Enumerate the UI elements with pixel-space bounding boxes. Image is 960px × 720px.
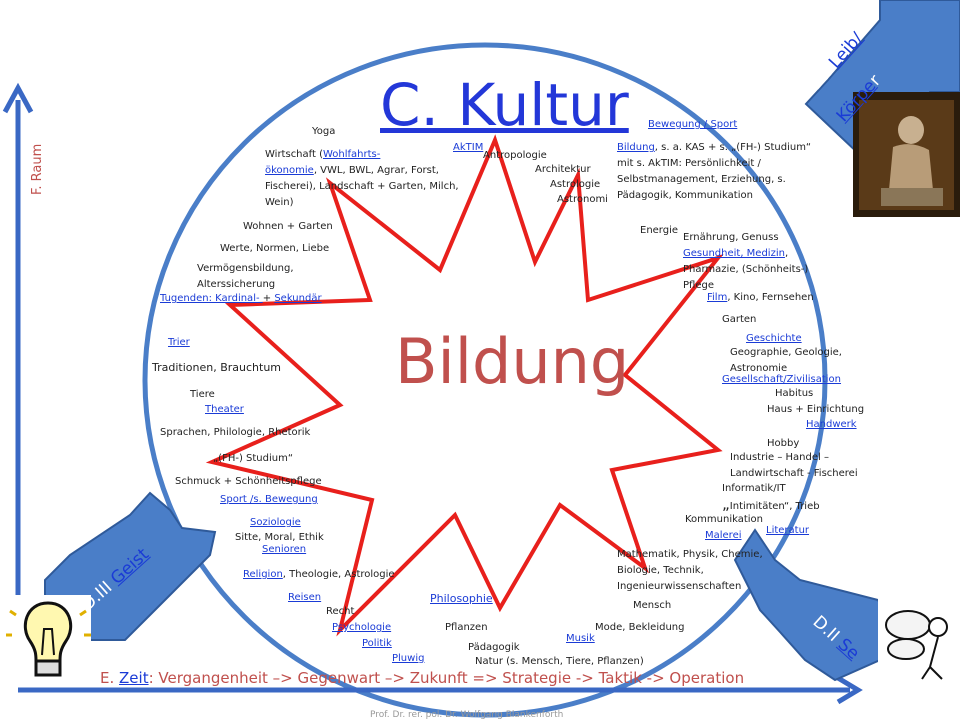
term-mensch: Mensch bbox=[633, 600, 672, 611]
philosophie-link[interactable]: Philosophie bbox=[430, 592, 493, 605]
term-traditionen: Traditionen, Brauchtum bbox=[152, 361, 282, 374]
term-wirtschaft: Wirtschaft (Wohlfahrts-ökonomie, VWL, BW… bbox=[265, 147, 480, 211]
politik-link[interactable]: Politik bbox=[362, 638, 392, 649]
y-axis-label: F. Raum bbox=[30, 143, 45, 195]
bildung-link[interactable]: Bildung bbox=[617, 142, 655, 153]
thinker-statue-image bbox=[853, 92, 960, 217]
term-energie: Energie bbox=[640, 225, 679, 236]
term-habitus: Habitus bbox=[775, 388, 814, 399]
film-link[interactable]: Film bbox=[707, 292, 728, 303]
term-paedagogik: Pädagogik bbox=[468, 642, 520, 653]
reisen-link[interactable]: Reisen bbox=[288, 592, 322, 603]
literatur-link[interactable]: Literatur bbox=[766, 525, 810, 536]
tugenden-row: Tugenden: Kardinal- + Sekundär bbox=[160, 291, 322, 307]
term-natur: Natur (s. Mensch, Tiere, Pflanzen) bbox=[475, 656, 644, 667]
term-sprachen: Sprachen, Philologie, Rhetorik bbox=[160, 427, 311, 438]
term-hobby: Hobby bbox=[767, 438, 800, 449]
zeit-link[interactable]: Zeit bbox=[119, 669, 149, 687]
term-ernaehrung: Ernährung, Genuss bbox=[683, 232, 779, 243]
tugenden-link[interactable]: Tugenden: Kardinal- bbox=[160, 293, 263, 304]
term-tiere: Tiere bbox=[190, 389, 215, 400]
wirtschaft-text-2: , VWL, BWL, Agrar, Forst, Fischerei), La… bbox=[265, 165, 459, 208]
fairy-figure-image bbox=[878, 597, 960, 687]
term-geographie: Geographie, Geologie, Astronomie bbox=[730, 347, 842, 374]
malerei-link[interactable]: Malerei bbox=[705, 530, 742, 541]
term-fh-studium: „(FH-) Studium“ bbox=[213, 453, 294, 464]
arrow-soul bbox=[733, 528, 902, 682]
sekundaer-link[interactable]: Sekundär bbox=[274, 293, 322, 304]
y-axis-arrowhead bbox=[2, 82, 34, 114]
term-schmuck: Schmuck + Schönheitspflege bbox=[175, 476, 322, 487]
term-informatik: Informatik/IT bbox=[722, 483, 786, 494]
term-sitte: Sitte, Moral, Ethik bbox=[235, 532, 324, 543]
page-title[interactable]: C. Kultur bbox=[380, 71, 629, 139]
term-astrologie: Astrologie bbox=[550, 179, 601, 190]
gesellschaft-link[interactable]: Gesellschaft/Zivilisation bbox=[722, 374, 842, 385]
religion-row: Religion, Theologie, Astrologie bbox=[243, 567, 395, 583]
term-vermoegen: Vermögensbildung, Alterssicherung bbox=[197, 263, 294, 290]
term-mode: Mode, Bekleidung bbox=[595, 622, 685, 633]
religion-link[interactable]: Religion bbox=[243, 569, 283, 580]
bildung-text: , s. a. KAS + s. „(FH-) Studium“ mit s. … bbox=[617, 142, 812, 201]
x-axis-arrowhead bbox=[836, 675, 863, 705]
term-pflanzen: Pflanzen bbox=[445, 622, 488, 633]
bildung-star bbox=[205, 134, 724, 637]
x-axis-text: : Vergangenheit –> Gegenwart –> Zukunft … bbox=[148, 669, 745, 687]
oekonomie-link[interactable]: ökonomie bbox=[265, 165, 314, 176]
film-text: , Kino, Fernsehen bbox=[727, 292, 814, 303]
gesundheit-text: , Pharmazie, (Schönheits-) Pflege bbox=[683, 248, 809, 291]
aktim-link[interactable]: AkTIM bbox=[453, 142, 484, 153]
psychologie-link[interactable]: Psychologie bbox=[332, 622, 392, 633]
term-intimitaeten: „Intimitäten“, Trieb bbox=[722, 496, 820, 515]
film-row: Film, Kino, Fernsehen bbox=[707, 290, 814, 306]
intimitaeten-quote: „ bbox=[722, 495, 730, 513]
gesundheit-link[interactable]: Gesundheit, Medizin bbox=[683, 248, 785, 259]
religion-text: , Theologie, Astrologie bbox=[282, 569, 395, 580]
bewegung-link[interactable]: Bewegung / Sport bbox=[648, 119, 738, 130]
term-yoga: Yoga bbox=[312, 126, 336, 137]
pluwig-link[interactable]: Pluwig bbox=[392, 653, 425, 664]
term-antropologie: Antropologie bbox=[483, 150, 547, 161]
wohlfahrts-link[interactable]: Wohlfahrts- bbox=[323, 149, 381, 160]
term-haus: Haus + Einrichtung bbox=[767, 404, 865, 415]
term-industrie: Industrie – Handel – Landwirtschaft - Fi… bbox=[730, 452, 858, 479]
handwerk-link[interactable]: Handwerk bbox=[806, 419, 857, 430]
term-astronomie: Astronomi bbox=[557, 194, 608, 205]
term-kommunikation: Kommunikation bbox=[685, 514, 764, 525]
x-axis-label: E. Zeit: Vergangenheit –> Gegenwart –> Z… bbox=[100, 668, 744, 688]
term-architektur: Architektur bbox=[535, 164, 591, 175]
center-word: Bildung bbox=[395, 325, 630, 398]
trier-link[interactable]: Trier bbox=[168, 337, 190, 348]
term-gesundheit: Gesundheit, Medizin, Pharmazie, (Schönhe… bbox=[683, 246, 828, 294]
term-recht: Recht bbox=[326, 606, 355, 617]
musik-link[interactable]: Musik bbox=[566, 633, 595, 644]
wirtschaft-text-1: Wirtschaft ( bbox=[265, 149, 323, 160]
lightbulb-icon bbox=[6, 595, 91, 685]
geschichte-link[interactable]: Geschichte bbox=[746, 333, 802, 344]
theater-link[interactable]: Theater bbox=[205, 404, 244, 415]
intimitaeten-text: Intimitäten“, Trieb bbox=[729, 501, 820, 512]
term-wohnen: Wohnen + Garten bbox=[243, 221, 333, 232]
tugenden-plus: + bbox=[262, 293, 275, 304]
term-bildung: Bildung, s. a. KAS + s. „(FH-) Studium“ … bbox=[617, 140, 812, 204]
culture-ellipse bbox=[142, 42, 828, 718]
term-mathematik: Mathematik, Physik, Chemie, Biologie, Te… bbox=[617, 549, 763, 592]
soziologie-link[interactable]: Soziologie bbox=[250, 517, 301, 528]
sport-link[interactable]: Sport /s. Bewegung bbox=[220, 494, 318, 505]
senioren-link[interactable]: Senioren bbox=[262, 544, 307, 555]
x-axis-prefix: E. bbox=[100, 669, 120, 687]
term-werte: Werte, Normen, Liebe bbox=[220, 243, 330, 254]
term-garten: Garten bbox=[722, 314, 757, 325]
footer-author: Prof. Dr. rer. pol. Dr. Wolfgang Blanken… bbox=[370, 710, 564, 720]
